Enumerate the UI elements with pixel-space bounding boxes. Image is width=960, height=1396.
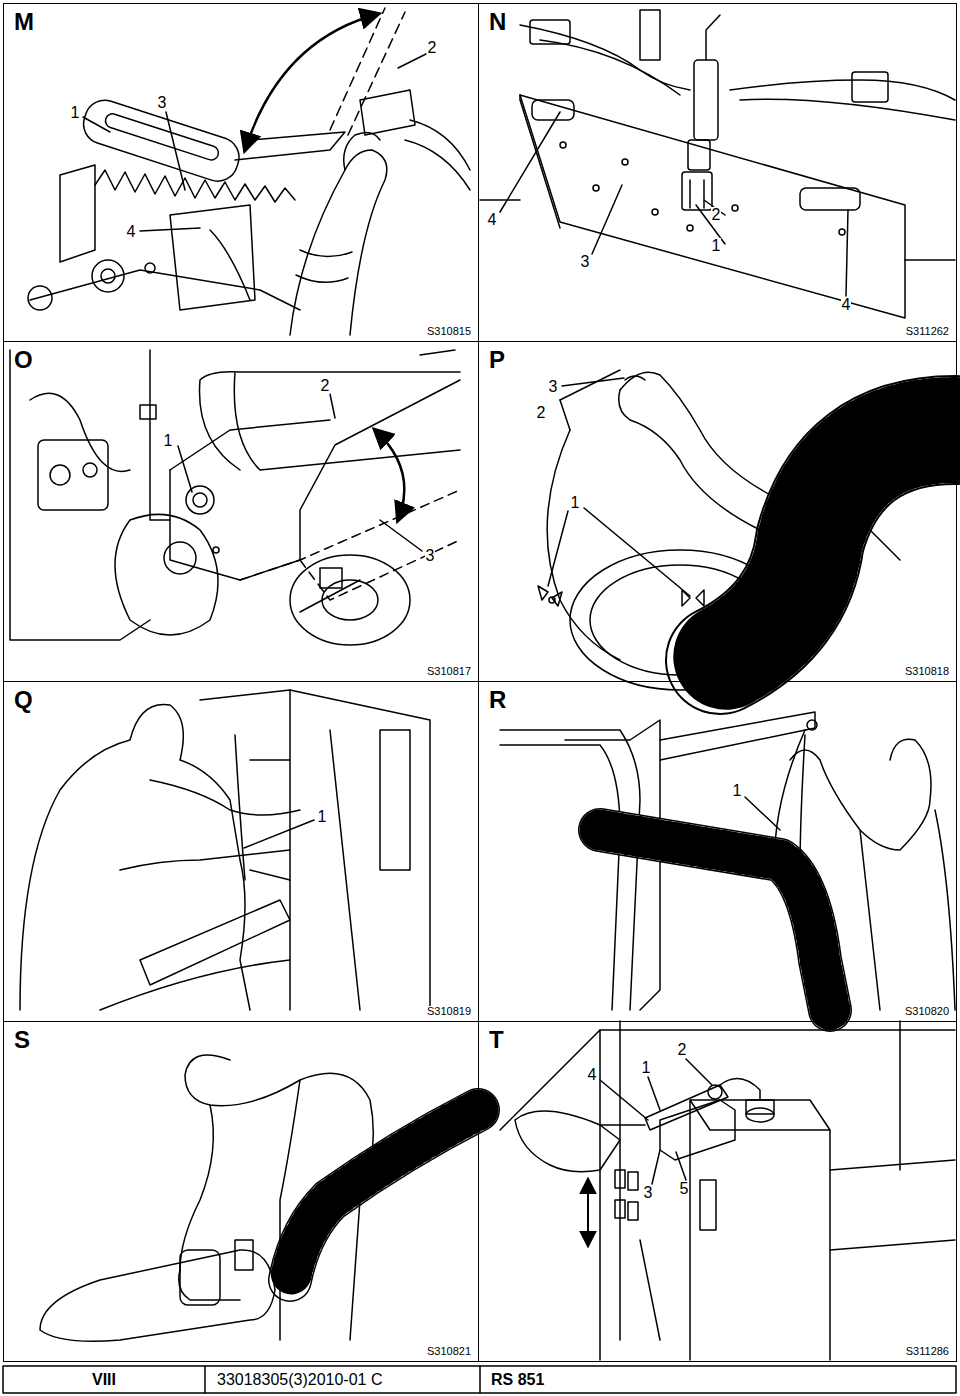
callout-number: 2: [427, 40, 438, 56]
callout-number: 4: [587, 1067, 598, 1083]
callout-number: 1: [70, 105, 81, 121]
panel-letter: P: [489, 348, 505, 372]
callout-number: 3: [425, 548, 436, 564]
footer-cell: VIII: [91, 1372, 117, 1388]
figure-panel: R S310820: [478, 681, 957, 1022]
panel-letter: R: [489, 688, 506, 712]
panel-letter: Q: [14, 688, 33, 712]
callout-number: 1: [317, 809, 328, 825]
panel-letter: T: [489, 1028, 504, 1052]
figure-panel: S S310821: [3, 1021, 479, 1362]
callout-number: 2: [320, 378, 331, 394]
panel-letter: N: [489, 10, 506, 34]
figure-code: S310821: [426, 1346, 472, 1357]
callout-number: 2: [536, 405, 547, 421]
leader-line: [178, 394, 422, 551]
figure-code: S310815: [426, 326, 472, 337]
figure-panel: T S311286: [478, 1021, 957, 1362]
hose-lifting-illustration: [500, 712, 955, 1010]
callout-number: 5: [679, 1181, 690, 1197]
operator-illustration: [20, 690, 430, 1010]
hand-pump-illustration: [500, 1021, 955, 1360]
callout-number: 1: [732, 783, 743, 799]
callout-number: 3: [580, 254, 591, 270]
callout-number: 3: [548, 379, 559, 395]
figure-code: S310818: [904, 666, 950, 677]
leader-line: [548, 378, 690, 596]
figure-code: S311286: [905, 1346, 950, 1357]
figure-panel: Q S310819: [3, 681, 479, 1022]
leader-line: [600, 1059, 712, 1184]
leader-line: [500, 112, 848, 296]
figure-code: S311262: [905, 326, 950, 337]
bracket-illustration: [480, 10, 955, 318]
leader-line: [83, 54, 426, 231]
callout-number: 1: [570, 495, 581, 511]
figure-panel: O S310817: [3, 341, 479, 682]
callout-number: 4: [487, 212, 498, 228]
callout-number: 4: [841, 297, 852, 313]
callout-number: 3: [643, 1185, 654, 1201]
figure-code: S310820: [904, 1006, 950, 1017]
figure-panel: M S310815: [3, 3, 479, 342]
figure-code: S310819: [426, 1006, 472, 1017]
cover-illustration: [10, 350, 460, 645]
panel-letter: S: [14, 1028, 30, 1052]
lever-illustration: [28, 8, 470, 335]
leader-line: [745, 797, 780, 830]
nozzle-illustration: [40, 1055, 478, 1341]
hose-illustration: [538, 370, 955, 690]
callout-number: 2: [677, 1042, 688, 1058]
footer-table: [3, 1366, 956, 1393]
callout-number: 3: [157, 95, 168, 111]
panel-letter: O: [14, 348, 33, 372]
callout-number: 1: [641, 1060, 652, 1076]
panel-letter: M: [14, 10, 34, 34]
callout-number: 1: [163, 433, 174, 449]
figure-code: S310817: [426, 666, 472, 677]
leader-line: [244, 820, 314, 848]
figure-panel: N S311262: [478, 3, 957, 342]
callout-number: 1: [711, 238, 722, 254]
callout-number: 4: [126, 224, 137, 240]
callout-number: 2: [711, 207, 722, 223]
footer-cell: RS 851: [490, 1372, 545, 1388]
footer-cell: 33018305(3)2010-01 C: [216, 1372, 383, 1388]
